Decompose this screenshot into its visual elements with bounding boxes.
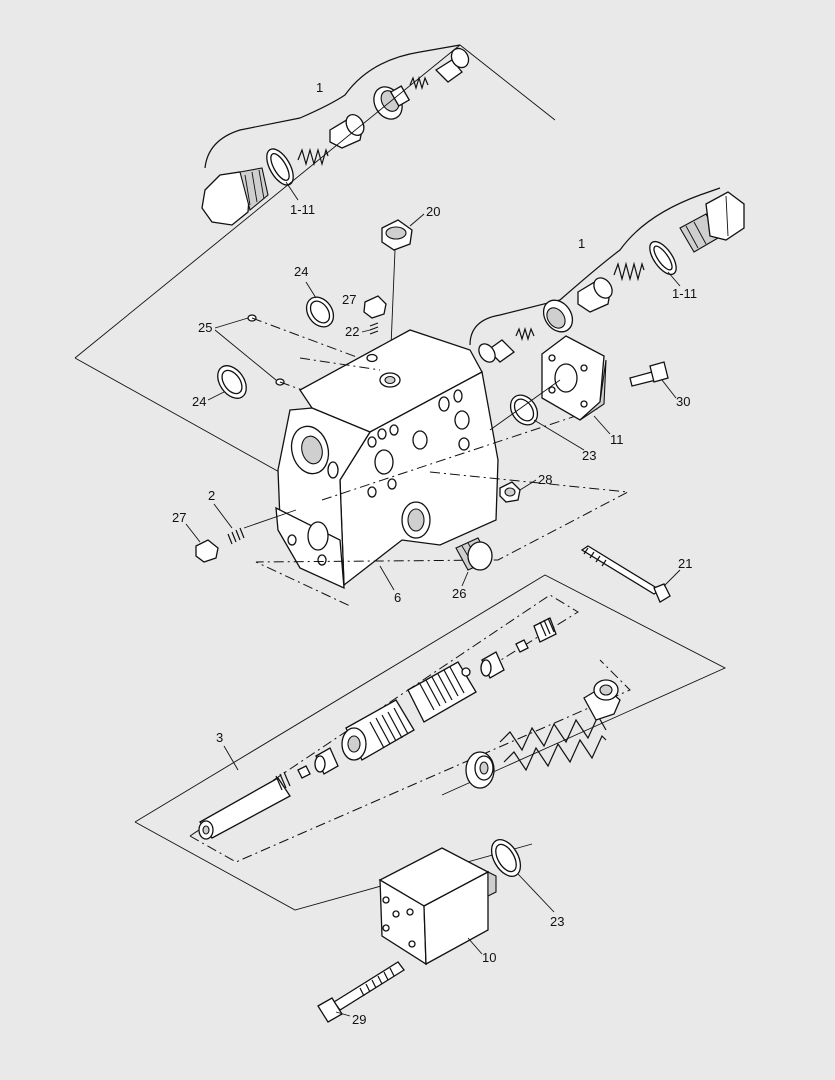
centerline-plane-lower [255,471,630,607]
plug-26 [455,537,493,571]
callout-6: 6 [394,590,401,605]
top-assembly-brace [204,44,461,169]
callout-29: 29 [352,1012,366,1027]
top-assembly-plane-outline [74,44,556,479]
leader-23-mid [533,419,585,451]
leader-6 [379,565,395,591]
main-valve-body [275,329,499,590]
leader-22 [361,329,371,333]
top-plug-20 [381,219,413,371]
callout-23-bottom: 23 [550,914,564,929]
callout-24-top: 24 [294,264,308,279]
leader-27-left [185,523,201,543]
leader-26 [461,571,469,587]
centerline-top [299,357,381,371]
plug-27-top [363,295,387,335]
top-spring [297,147,329,167]
callout-3: 3 [216,730,223,745]
long-bolt-21 [580,545,671,603]
leader-23-bottom [517,873,555,913]
right-seat [542,299,574,333]
callout-1-top: 1 [316,80,323,95]
callout-24-left: 24 [192,394,206,409]
callout-30: 30 [676,394,690,409]
callout-27-top: 27 [342,292,356,307]
right-assembly-brace [469,187,721,346]
top-poppet [329,114,365,149]
leader-20 [409,213,425,227]
leader-11 [593,415,611,435]
leader-25b [214,329,277,381]
leader-29 [335,1011,351,1017]
leader-30 [661,379,677,399]
callout-1-11-right: 1-11 [672,286,697,301]
spool-spring-washer [465,751,495,789]
leader-2-axis [243,509,297,529]
leader-24-top [305,281,317,299]
top-end-piston [434,47,470,83]
callout-1-right: 1 [578,236,585,251]
leader-28 [519,479,537,491]
top-relief-cartridge-assembly: 1 1-11 [201,44,470,226]
callout-10: 10 [482,950,496,965]
top-seat [373,85,411,120]
right-end-piston [478,339,516,363]
cover-plate-axis [489,379,561,431]
callout-1-11-top: 1-11 [290,202,315,217]
callout-27-left: 27 [172,510,186,525]
plug-28 [499,481,521,503]
body-right-port-a [374,449,394,475]
right-plug [679,191,745,253]
callout-20: 20 [426,204,440,219]
plug-27-left [195,527,245,563]
right-small-spring [515,326,535,342]
block-right-face [423,870,489,966]
callout-22: 22 [345,324,359,339]
callout-2: 2 [208,488,215,503]
spool-large-spring [499,714,607,752]
leader-1-11-right [667,271,681,287]
callout-28: 28 [538,472,552,487]
centerline-bore-right [321,407,601,501]
spool-3 [198,617,621,840]
spool-centerline-box [189,594,631,863]
leader-21 [663,569,681,587]
leader-25a [214,317,249,329]
right-poppet [577,277,613,313]
callout-21: 21 [678,556,692,571]
end-cap-block-10 [378,847,497,966]
body-lower-port [307,521,329,551]
top-plug [201,167,269,226]
right-relief-cartridge-assembly: 1 1-11 [469,187,745,363]
bolt-30 [629,361,669,387]
leader-3 [223,745,239,771]
leader-2 [213,503,233,529]
right-spring [613,261,645,282]
callout-11: 11 [610,432,624,447]
spool-sleeve-2 [407,661,477,723]
callout-26: 26 [452,586,466,601]
cover-plate-11 [541,335,607,421]
spool-end-cap [583,679,621,721]
leader-10 [467,937,483,955]
callout-23-mid: 23 [582,448,596,463]
leader-24-left [207,391,225,401]
body-lower-block [275,506,345,590]
spool-rod-thread [275,771,291,791]
callout-25: 25 [198,320,212,335]
